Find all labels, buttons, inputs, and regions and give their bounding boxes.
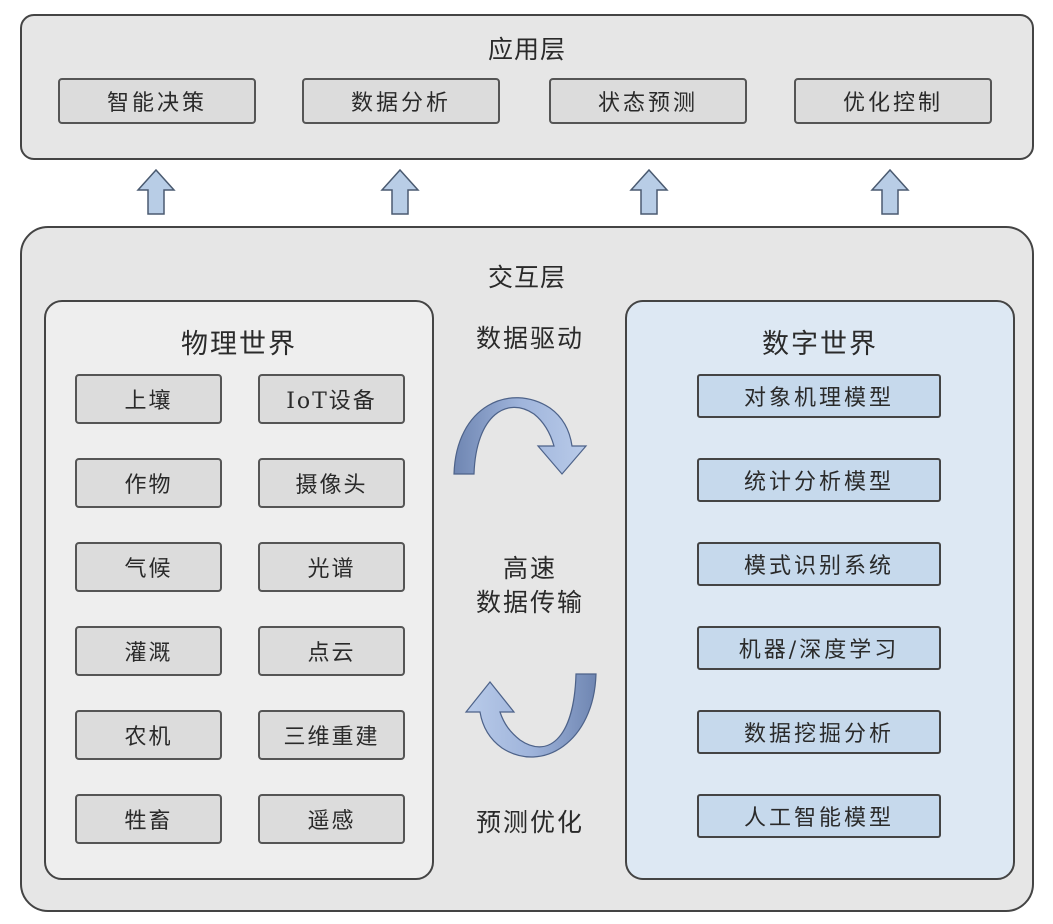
physical-item-spectrum: 光谱 (258, 542, 405, 592)
digital-item-data-mining: 数据挖掘分析 (697, 710, 941, 754)
high-speed-transfer-label: 高速 数据传输 (440, 552, 620, 620)
physical-item-livestock: 牲畜 (75, 794, 222, 844)
prediction-optimization-label: 预测优化 (475, 808, 584, 837)
physical-world-panel: 物理世界 上壤 IoT设备 作物 摄像头 气候 光谱 灌溉 点云 农机 三维重建… (44, 300, 434, 880)
digital-item-pattern-recognition: 模式识别系统 (697, 542, 941, 586)
physical-item-farm-machinery: 农机 (75, 710, 222, 760)
digital-item-ai-model: 人工智能模型 (697, 794, 941, 838)
up-arrow-icon (380, 168, 420, 215)
app-item-state-prediction: 状态预测 (549, 78, 747, 124)
data-driven-label: 数据驱动 (475, 324, 584, 353)
high-speed-label-line1: 高速 (502, 554, 557, 583)
application-layer-title: 应用层 (487, 35, 566, 64)
physical-item-crop: 作物 (75, 458, 222, 508)
up-arrow-icon (136, 168, 176, 215)
physical-item-climate: 气候 (75, 542, 222, 592)
physical-item-soil: 上壤 (75, 374, 222, 424)
physical-item-remote-sensing: 遥感 (258, 794, 405, 844)
digital-world-title: 数字世界 (762, 329, 878, 360)
physical-item-irrigation: 灌溉 (75, 626, 222, 676)
physical-world-title: 物理世界 (181, 329, 297, 360)
digital-world-panel: 数字世界 对象机理模型 统计分析模型 模式识别系统 机器/深度学习 数据挖掘分析… (625, 300, 1015, 880)
physical-item-3d-reconstruction: 三维重建 (258, 710, 405, 760)
interaction-layer: 交互层 物理世界 上壤 IoT设备 作物 摄像头 气候 光谱 灌溉 点云 农机 … (20, 226, 1034, 912)
physical-item-camera: 摄像头 (258, 458, 405, 508)
physical-item-iot-device: IoT设备 (258, 374, 405, 424)
digital-item-machine-deep-learning: 机器/深度学习 (697, 626, 941, 670)
digital-item-mechanism-model: 对象机理模型 (697, 374, 941, 418)
application-layer: 应用层 智能决策 数据分析 状态预测 优化控制 (20, 14, 1034, 160)
cycle-arrow-bottom-icon (464, 673, 597, 758)
cycle-arrow-top-icon (453, 397, 588, 475)
up-arrow-icon (629, 168, 669, 215)
interaction-layer-title: 交互层 (487, 263, 566, 292)
app-item-intelligent-decision: 智能决策 (58, 78, 256, 124)
app-item-optimization-control: 优化控制 (794, 78, 992, 124)
up-arrow-icon (870, 168, 910, 215)
physical-item-point-cloud: 点云 (258, 626, 405, 676)
digital-item-statistical-model: 统计分析模型 (697, 458, 941, 502)
app-item-data-analysis: 数据分析 (302, 78, 500, 124)
high-speed-label-line2: 数据传输 (475, 588, 584, 617)
